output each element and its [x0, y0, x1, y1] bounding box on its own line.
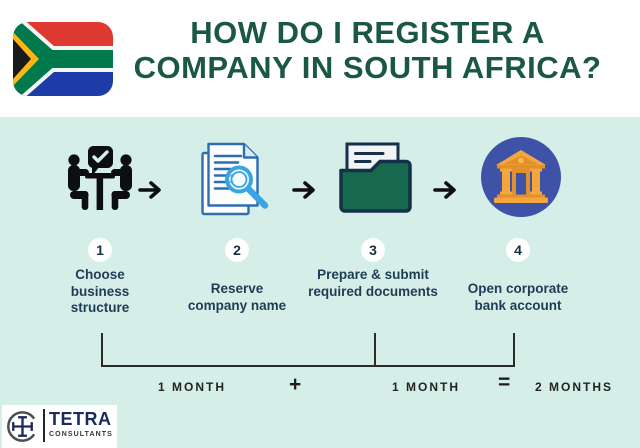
arrow-right-icon: [433, 181, 456, 199]
header: HOW DO I REGISTER A COMPANY IN SOUTH AFR…: [0, 0, 640, 117]
arrow-right-icon: [292, 181, 315, 199]
timeline-baseline: [101, 365, 515, 367]
step-number-badge: 1: [88, 238, 112, 262]
folder-documents-icon: [339, 142, 412, 213]
step-label: Reserve company name: [187, 281, 287, 313]
step-label: Prepare & submit required documents: [308, 267, 438, 299]
logo-separator: [43, 409, 45, 442]
logo-brand-text: TETRA: [49, 409, 112, 429]
page-title-line1: HOW DO I REGISTER A: [190, 15, 545, 50]
timeline-tick-right: [513, 333, 515, 366]
meeting-discussion-icon: [68, 146, 132, 210]
step-number-badge: 3: [361, 238, 385, 262]
document-search-icon: [201, 142, 269, 216]
arrow-right-icon: [138, 181, 161, 199]
tetra-logo: TETRA CONSULTANTS: [2, 405, 117, 448]
page-title: HOW DO I REGISTER A COMPANY IN SOUTH AFR…: [105, 15, 630, 85]
step-label: Open corporate bank account: [467, 281, 569, 313]
step-number-badge: 4: [506, 238, 530, 262]
logo-subtitle-text: CONSULTANTS: [49, 431, 113, 438]
tetra-logo-mark-icon: [7, 411, 36, 442]
timeline-total-label: 2 MONTHS: [534, 380, 613, 394]
timeline-tick-left: [101, 333, 103, 366]
page-title-line2: COMPANY IN SOUTH AFRICA?: [133, 50, 602, 85]
timeline-segment2-label: 1 MONTH: [392, 380, 460, 394]
step-label: Choose business structure: [70, 267, 130, 315]
step-number-badge: 2: [225, 238, 249, 262]
equals-sign: =: [498, 371, 511, 394]
plus-sign: +: [289, 373, 302, 396]
timeline-segment1-label: 1 MONTH: [158, 380, 226, 394]
south-africa-flag-icon: [13, 22, 113, 96]
bank-building-icon: [481, 137, 561, 217]
timeline-tick-middle: [374, 333, 376, 366]
